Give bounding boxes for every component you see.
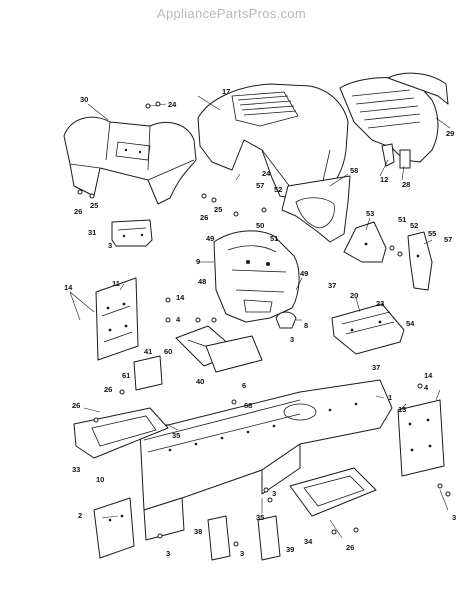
callout-55: 55 — [428, 229, 436, 238]
pedal-bracket — [133, 355, 163, 391]
callout-52: 52 — [410, 221, 418, 230]
callout-41: 41 — [144, 347, 152, 356]
callout-4: 4 — [424, 383, 429, 392]
callout-20: 20 — [350, 291, 358, 300]
callout-37: 37 — [328, 281, 336, 290]
callout-60: 60 — [164, 347, 172, 356]
support-bracket — [331, 303, 405, 355]
callout-26: 26 — [346, 543, 354, 552]
floor-plate — [205, 335, 263, 373]
callout-26: 26 — [104, 385, 112, 394]
callout-14: 14 — [64, 283, 73, 292]
callout-52: 52 — [274, 185, 282, 194]
callout-51: 51 — [398, 215, 406, 224]
hood — [197, 83, 349, 201]
callout-10: 10 — [96, 475, 104, 484]
callout-23: 23 — [376, 299, 384, 308]
callout-68: 68 — [244, 401, 252, 410]
callout-49: 49 — [206, 234, 214, 243]
callout-1: 1 — [388, 393, 392, 402]
callout-labels: 30 24 25 26 31 3 17 24 25 26 57 52 50 49… — [64, 87, 456, 558]
callout-3: 3 — [452, 513, 456, 522]
grille-latch — [381, 143, 411, 169]
callout-26: 26 — [74, 207, 82, 216]
callout-25: 25 — [214, 205, 222, 214]
callout-48: 48 — [198, 277, 206, 286]
callout-30: 30 — [80, 95, 88, 104]
lower-brackets — [207, 515, 281, 561]
dash-panel — [281, 175, 351, 243]
main-frame — [139, 379, 393, 541]
callout-3: 3 — [290, 335, 294, 344]
callout-35: 35 — [256, 513, 264, 522]
callout-34: 34 — [304, 537, 313, 546]
callout-33: 33 — [72, 465, 80, 474]
callout-28: 28 — [402, 180, 410, 189]
callout-38: 38 — [194, 527, 202, 536]
callout-24: 24 — [262, 169, 271, 178]
callout-37: 37 — [372, 363, 380, 372]
callout-4: 4 — [176, 315, 181, 324]
callout-25: 25 — [90, 201, 98, 210]
callout-26: 26 — [72, 401, 80, 410]
callout-53: 53 — [366, 209, 374, 218]
callout-2: 2 — [78, 511, 82, 520]
right-side-panel — [397, 399, 445, 477]
callout-12: 12 — [380, 175, 388, 184]
callout-50: 50 — [256, 221, 264, 230]
callout-3: 3 — [166, 549, 170, 558]
callout-14: 14 — [424, 371, 433, 380]
watermark: AppliancePartsPros.com — [157, 6, 306, 21]
callout-29: 29 — [446, 129, 454, 138]
leader-lines — [69, 95, 451, 539]
fender-bracket — [111, 219, 153, 247]
callout-61: 61 — [122, 371, 130, 380]
left-side-panel — [95, 277, 139, 361]
callout-24: 24 — [168, 100, 177, 109]
callout-58: 58 — [350, 166, 358, 175]
callout-40: 40 — [196, 377, 204, 386]
front-grille — [339, 72, 449, 163]
callout-57: 57 — [444, 235, 452, 244]
clamp — [275, 311, 297, 329]
dash-tower — [213, 230, 300, 323]
callout-6: 6 — [242, 381, 246, 390]
callout-35: 35 — [172, 431, 180, 440]
callout-3: 3 — [108, 241, 112, 250]
right-footrest — [289, 467, 377, 517]
callout-57: 57 — [256, 181, 264, 190]
callout-54: 54 — [406, 319, 415, 328]
callout-13: 13 — [398, 405, 406, 414]
rear-fender — [63, 116, 197, 205]
callout-3: 3 — [240, 549, 244, 558]
front-bracket — [93, 497, 135, 559]
callout-9: 9 — [196, 257, 200, 266]
callout-51: 51 — [270, 234, 278, 243]
callout-3: 3 — [272, 489, 276, 498]
hardware-fasteners — [77, 101, 451, 547]
hood-side-brackets — [343, 221, 433, 291]
callout-26: 26 — [200, 213, 208, 222]
callout-31: 31 — [88, 228, 96, 237]
callout-8: 8 — [304, 321, 308, 330]
callout-39: 39 — [286, 545, 294, 554]
callout-14: 14 — [176, 293, 185, 302]
callout-17: 17 — [222, 87, 230, 96]
callout-11: 11 — [112, 279, 120, 288]
callout-49: 49 — [300, 269, 308, 278]
